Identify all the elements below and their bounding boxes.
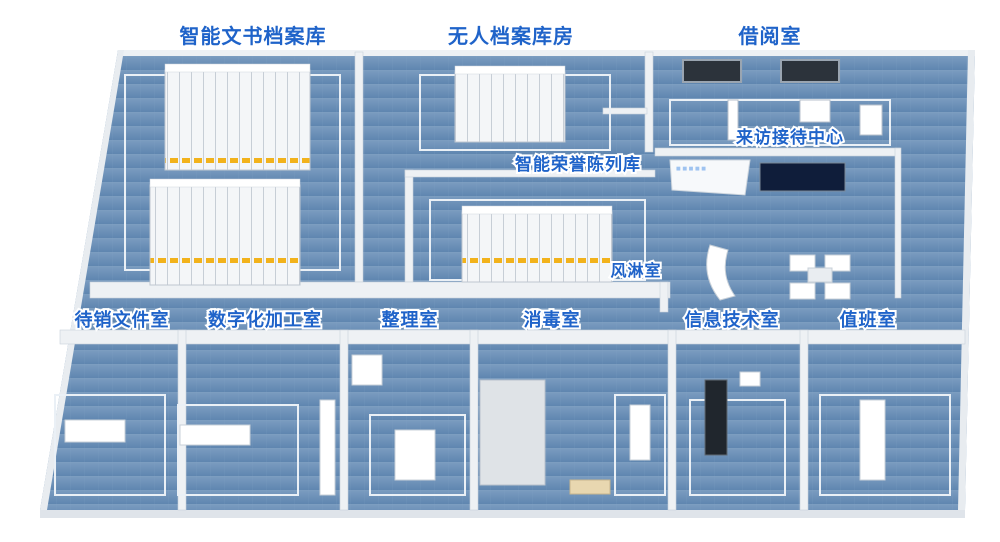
label-sorting: 整理室: [381, 309, 439, 331]
room-furniture: [64, 354, 886, 496]
label-honor-gallery: 智能荣誉陈列库: [515, 154, 641, 175]
label-disinfection: 消毒室: [524, 309, 581, 331]
label-unmanned-archive: 无人档案库房: [448, 24, 574, 48]
label-it-room: 信息技术室: [685, 309, 780, 331]
archive-cabinets-smart: [149, 63, 311, 286]
room-labels: 智能文书档案库 无人档案库房 借阅室 来访接待中心 智能荣誉陈列库 风淋室 待销…: [73, 22, 898, 333]
info-board-text: ■ ■ ■ ■ ■: [676, 166, 706, 172]
label-pending-destroy: 待销文件室: [75, 309, 170, 331]
label-reading-room: 借阅室: [738, 24, 802, 48]
top-walls: [89, 51, 902, 313]
archive-cabinets-honor: [461, 205, 613, 283]
label-duty-room: 值班室: [840, 309, 897, 331]
archive-cabinets-unmanned: [454, 65, 566, 143]
bottom-walls: [59, 329, 966, 511]
reading-room-furniture: [682, 59, 883, 141]
label-smart-archive: 智能文书档案库: [180, 24, 327, 48]
floor-guide-lines: [54, 74, 951, 496]
label-reception-center: 来访接待中心: [735, 127, 844, 148]
label-air-shower: 风淋室: [610, 261, 661, 280]
reception-furniture: ■ ■ ■ ■ ■: [669, 159, 851, 301]
label-digitization: 数字化加工室: [208, 309, 322, 331]
